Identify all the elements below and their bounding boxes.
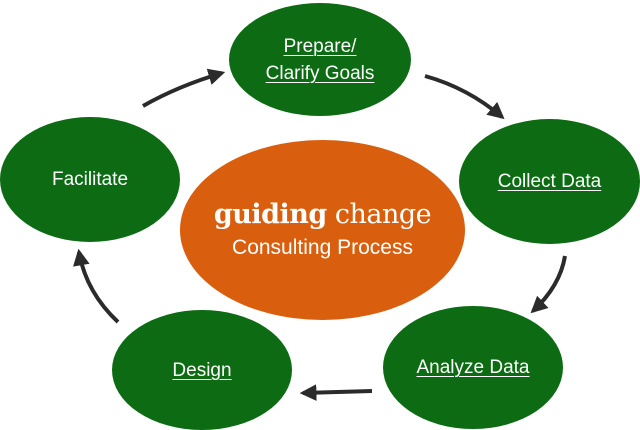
arrow-facilitate-to-prepare bbox=[142, 68, 226, 108]
step-analyze-label: Analyze Data bbox=[416, 357, 530, 378]
center-hub: guiding change Consulting Process bbox=[180, 140, 465, 320]
step-analyze-data[interactable]: Analyze Data bbox=[383, 306, 563, 429]
center-title: guiding change bbox=[213, 198, 432, 232]
step-facilitate-label: Facilitate bbox=[51, 169, 129, 190]
step-prepare-line1: Prepare/ bbox=[283, 35, 357, 57]
step-facilitate: Facilitate bbox=[0, 117, 180, 242]
arrow-design-to-facilitate bbox=[73, 248, 120, 324]
step-collect-data[interactable]: Collect Data bbox=[459, 119, 640, 244]
step-design-label: Design bbox=[172, 359, 232, 381]
step-prepare-clarify-goals[interactable]: Prepare/ Clarify Goals bbox=[229, 3, 411, 116]
center-title-rest: change bbox=[334, 199, 432, 230]
center-subtitle: Consulting Process bbox=[232, 236, 413, 259]
center-title-bold: guiding bbox=[213, 199, 327, 230]
arrow-analyze-to-design bbox=[299, 384, 373, 402]
step-design[interactable]: Design bbox=[112, 310, 292, 430]
arrow-collect-to-analyze bbox=[530, 255, 567, 314]
arrow-prepare-to-collect bbox=[424, 74, 505, 120]
step-prepare-line2: Clarify Goals bbox=[265, 62, 375, 84]
step-collect-label: Collect Data bbox=[497, 171, 602, 192]
